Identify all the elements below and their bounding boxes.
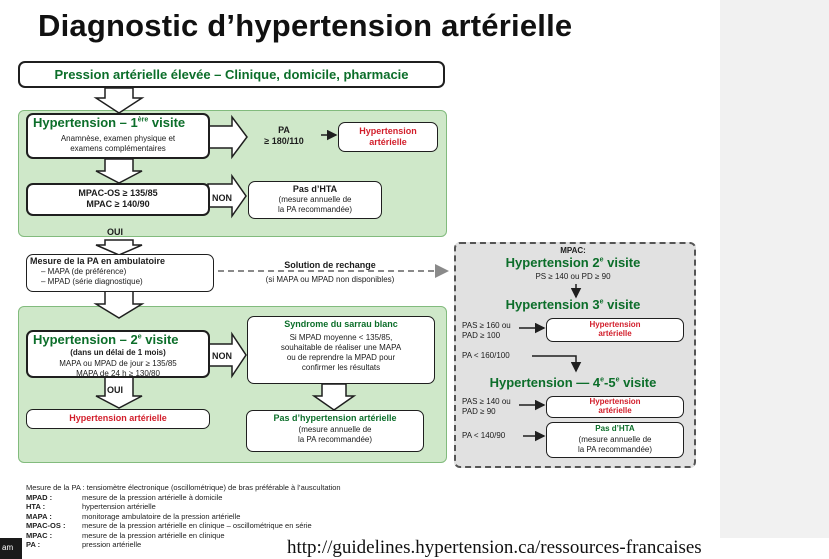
arrow-down-4 bbox=[93, 290, 145, 319]
legend-row: MPAD :mesure de la pression artérielle à… bbox=[26, 492, 223, 502]
legend-row: MPAC-OS :mesure de la pression artériell… bbox=[26, 521, 312, 530]
no-hta-box: Pas d’HTA (mesure annuelle de la PA reco… bbox=[248, 181, 382, 219]
mpac-v2-title: Hypertension 2e visite bbox=[505, 255, 641, 270]
legend-row: HTA :hypertension artérielle bbox=[26, 502, 156, 511]
ambulatoire-item-2: – MPAD (série diagnostique) bbox=[41, 277, 143, 286]
sarrau-title: Syndrome du sarrau blanc bbox=[284, 319, 398, 329]
visit2-box: Hypertension – 2e visite (dans un délai … bbox=[26, 330, 210, 378]
visit2-result: Hypertension artérielle bbox=[69, 413, 167, 423]
sarrau-line-2: souhaitable de réaliser une MAPA bbox=[280, 343, 402, 352]
ambulatoire-item-1: – MAPA (de préférence) bbox=[41, 267, 127, 276]
mpac-v2-criteria: PS ≥ 140 ou PD ≥ 90 bbox=[535, 272, 611, 281]
visit2-title: Hypertension – 2e visite bbox=[33, 332, 179, 347]
mpac-v3-result-2: artérielle bbox=[598, 329, 632, 338]
arrow-down-6 bbox=[311, 383, 357, 411]
visit2-non-label: NON bbox=[212, 351, 232, 361]
arrow-down-3 bbox=[95, 239, 143, 256]
mpac-oui-label: OUI bbox=[107, 227, 124, 237]
visit1-result-1: Hypertension bbox=[359, 126, 417, 136]
sarrau-line-4: confirmer les résultats bbox=[301, 363, 381, 372]
visit2-line-1: MAPA ou MPAD de jour ≥ 135/85 bbox=[59, 359, 177, 368]
no-hta2-box: Pas d’hypertension artérielle (mesure an… bbox=[246, 410, 424, 452]
source-url[interactable]: http://guidelines.hypertension.ca/ressou… bbox=[287, 537, 702, 558]
no-hta-title: Pas d’HTA bbox=[292, 184, 338, 194]
visit1-body-1: Anamnèse, examen physique et bbox=[60, 134, 176, 143]
visit1-result-2: artérielle bbox=[369, 137, 407, 147]
no-hta-line-1: (mesure annuelle de bbox=[278, 195, 352, 204]
page-title: Diagnostic d’hypertension artérielle bbox=[38, 8, 573, 43]
ambulatoire-title: Mesure de la PA en ambulatoire bbox=[30, 256, 166, 266]
visit2-oui-label: OUI bbox=[107, 385, 124, 395]
mpac-v45-result-1: Hypertension bbox=[589, 397, 641, 406]
visit1-body-2: examens complémentaires bbox=[70, 144, 166, 153]
mpac-v3-result-1: Hypertension bbox=[589, 320, 641, 329]
mpac-v45-cond-1: PAS ≥ 140 ou bbox=[462, 397, 511, 406]
no-hta2-line-2: la PA recommandée) bbox=[297, 435, 373, 444]
visit1-title: Hypertension – 1ère visite bbox=[33, 115, 186, 130]
mpac-v3-cond-1: PAS ≥ 160 ou bbox=[462, 321, 511, 330]
visit2-result-box: Hypertension artérielle bbox=[26, 409, 210, 429]
top-box-label: Pression artérielle élevée – Clinique, d… bbox=[54, 67, 409, 82]
mpac-v45-nohta-title: Pas d’HTA bbox=[595, 424, 635, 433]
mpac-v3-cond-2: PAD ≥ 100 bbox=[462, 331, 501, 340]
visit2-subtitle: (dans un délai de 1 mois) bbox=[70, 348, 166, 357]
side-strip bbox=[720, 0, 829, 538]
sarrau-line-3: ou de reprendre la MPAD pour bbox=[286, 353, 396, 362]
mpac-line-1: MPAC-OS ≥ 135/85 bbox=[78, 188, 158, 198]
mpac-v3-result-box: Hypertension artérielle bbox=[546, 318, 684, 342]
mpac-v45-result-box: Hypertension artérielle bbox=[546, 396, 684, 418]
ambulatoire-box: Mesure de la PA en ambulatoire – MAPA (d… bbox=[26, 254, 214, 292]
sarrau-box: Syndrome du sarrau blanc Si MPAD moyenne… bbox=[247, 316, 435, 384]
legend: Mesure de la PA : tensiomètre électroniq… bbox=[26, 483, 341, 550]
arrow-right-2 bbox=[207, 173, 247, 219]
mpac-v45-nohta-line-2: la PA recommandée) bbox=[577, 445, 653, 454]
mpac-v3-lt: PA < 160/100 bbox=[462, 351, 510, 360]
legend-row: MAPA :monitorage ambulatoire de la press… bbox=[26, 511, 241, 521]
mpac-v45-lt: PA < 140/90 bbox=[462, 431, 506, 440]
visit2-line-2: MAPA de 24 h ≥ 130/80 bbox=[76, 369, 160, 378]
legend-row: MPAC :mesure de la pression artérielle e… bbox=[26, 530, 225, 540]
visit1-pa-label: PA bbox=[278, 125, 290, 135]
arrow-right-3 bbox=[207, 331, 247, 379]
visit1-box: Hypertension – 1ère visite Anamnèse, exa… bbox=[26, 113, 210, 159]
mpac-v45-title: Hypertension — 4e-5e visite bbox=[489, 375, 657, 390]
no-hta-line-2: la PA recommandée) bbox=[277, 205, 353, 214]
mpac-non-label: NON bbox=[212, 193, 232, 203]
mpac-v3-title: Hypertension 3e visite bbox=[505, 297, 641, 312]
alt-sub: (si MAPA ou MPAD non disponibles) bbox=[265, 275, 395, 284]
mpac-v45-cond-2: PAD ≥ 90 bbox=[462, 407, 496, 416]
alt-title: Solution de rechange bbox=[284, 260, 376, 270]
arrow-down-2 bbox=[95, 158, 143, 184]
visit1-result-box: Hypertension artérielle bbox=[338, 122, 438, 152]
legend-intro: Mesure de la PA : tensiomètre électroniq… bbox=[26, 483, 341, 492]
visit1-pa-value: ≥ 180/110 bbox=[264, 136, 304, 146]
arrow-right-1 bbox=[207, 114, 248, 160]
sarrau-line-1: Si MPAD moyenne < 135/85, bbox=[289, 333, 393, 342]
no-hta2-line-1: (mesure annuelle de bbox=[298, 425, 372, 434]
arrow-down-1 bbox=[93, 87, 145, 114]
mpac-line-2: MPAC ≥ 140/90 bbox=[86, 199, 150, 209]
mpac-v45-nohta-line-1: (mesure annuelle de bbox=[578, 435, 652, 444]
top-box: Pression artérielle élevée – Clinique, d… bbox=[18, 61, 445, 88]
mpac-panel-head: MPAC: bbox=[560, 246, 586, 255]
mpac-box: MPAC-OS ≥ 135/85 MPAC ≥ 140/90 bbox=[26, 183, 210, 216]
corner-badge: am bbox=[0, 538, 22, 559]
mpac-v45-result-2: artérielle bbox=[598, 406, 632, 415]
no-hta2-title: Pas d’hypertension artérielle bbox=[273, 413, 397, 423]
mpac-v45-nohta-box: Pas d’HTA (mesure annuelle de la PA reco… bbox=[546, 422, 684, 458]
legend-row: PA :pression artérielle bbox=[26, 540, 142, 549]
